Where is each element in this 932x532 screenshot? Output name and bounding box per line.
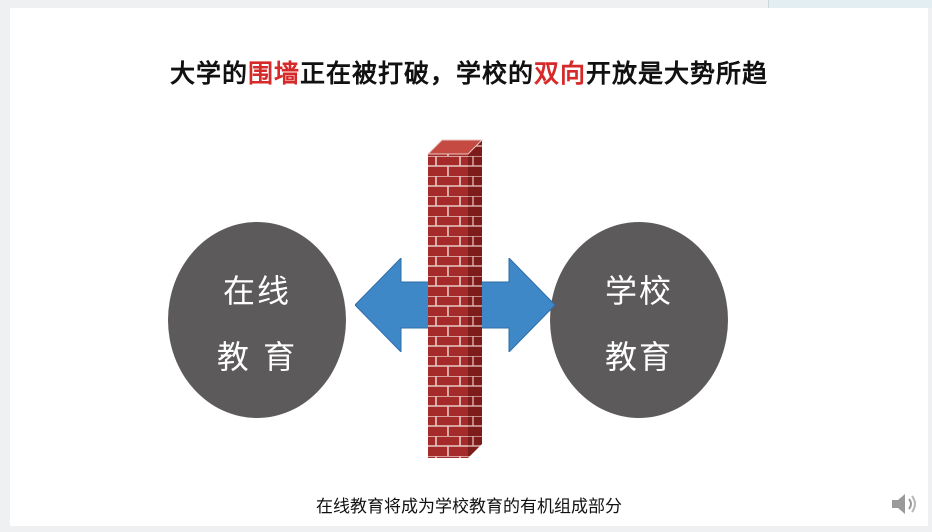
presentation-slide: 大学的围墙正在被打破，学校的双向开放是大势所趋 在线 教 育 学校 教育 在线教… — [10, 8, 928, 526]
left-circle-line1: 在线 — [222, 272, 291, 310]
slide-caption: 在线教育将成为学校教育的有机组成部分 — [316, 497, 622, 517]
slide-title: 大学的围墙正在被打破，学校的双向开放是大势所趋 — [10, 54, 928, 90]
school-education-circle: 学校 教育 — [550, 222, 728, 418]
speaker-icon[interactable] — [890, 492, 920, 516]
title-part-2: 正在被打破，学校的 — [299, 59, 534, 88]
title-highlight-two-way: 双向 — [534, 59, 587, 88]
title-part-1: 大学的 — [169, 59, 248, 88]
title-part-3: 开放是大势所趋 — [586, 59, 769, 88]
brick-wall-icon — [426, 139, 484, 458]
corner-tab — [768, 0, 932, 8]
right-circle-line1: 学校 — [604, 272, 673, 310]
online-education-circle: 在线 教 育 — [168, 222, 346, 418]
right-circle-line2: 教育 — [604, 338, 673, 376]
left-circle-line2: 教 育 — [216, 338, 298, 376]
title-highlight-wall: 围墙 — [247, 59, 300, 88]
